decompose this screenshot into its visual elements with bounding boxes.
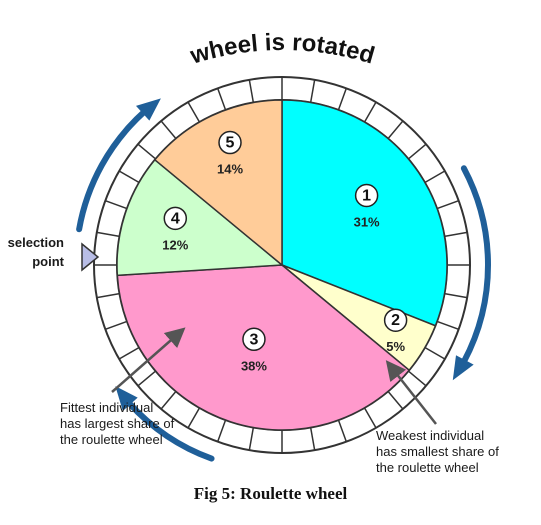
ring-divider [96,231,120,238]
fittest-note-line-2: has largest share of [60,416,175,431]
ring-divider [424,346,446,360]
ring-divider [337,419,348,442]
slice-5 [153,99,283,267]
wheel-slices [116,99,448,431]
ring-divider [309,427,316,451]
ring-divider [160,120,177,140]
slice-number-circle-3 [242,327,266,352]
weakest-note-line-3: the roulette wheel [376,460,479,475]
slice-number-4: 4 [171,210,180,227]
ring-divider [137,370,157,387]
fittest-pointer-arrow [111,327,186,393]
rotation-arrow-left [76,108,148,233]
ring-divider [444,231,468,238]
ring-divider [216,419,227,442]
rotation-arrow-left-head [135,98,161,121]
selection-pointer [81,242,100,272]
ring-divider [407,370,427,387]
diagram-title: wheel is rotated [186,29,377,70]
ring-divider [436,199,459,210]
ring-divider [444,292,468,299]
slice-percent-1: 31% [354,214,380,229]
slice-number-3: 3 [250,331,259,348]
slice-number-1: 1 [362,187,371,204]
ring-divider [337,88,348,111]
ring-divider [187,407,201,429]
rotation-arrow-right-head [452,355,474,381]
ring-divider [248,79,255,103]
rotation-arrow-bottom [125,399,215,462]
ring-divider [436,320,459,331]
slice-number-circle-1 [354,183,379,208]
slice-1 [281,99,448,327]
ring-divider [248,427,255,451]
ring-divider [407,143,427,160]
weakest-pointer-arrow [385,360,437,425]
ring-divider [216,88,227,111]
ring-divider [424,170,446,184]
ring-divider [105,199,128,210]
ring-divider [137,143,157,160]
ring-divider [105,320,128,331]
ring-divider [187,101,201,123]
rotation-arrows [76,98,491,462]
slice-4 [116,158,284,277]
weakest-note-line-2: has smallest share of [376,444,499,459]
ring-divider [118,170,140,184]
ring-divider [96,292,120,299]
slice-number-5: 5 [226,135,235,152]
ring-divider [387,390,404,410]
ring-divider [387,120,404,140]
slice-number-circle-4 [163,206,188,231]
slice-percent-4: 12% [162,237,188,252]
slice-percent-5: 14% [217,162,243,177]
selection-label-line-2: point [32,254,64,269]
ring-divider [160,390,177,410]
slice-labels: 1 31% 2 5% 3 38% 4 12% 5 14% [162,130,408,373]
figure-caption: Fig 5: Roulette wheel [193,484,348,503]
ring-divider [363,101,377,123]
ring-divider [118,346,140,360]
fittest-note-line-3: the roulette wheel [60,432,163,447]
selection-label-line-1: selection [8,235,64,250]
ring-divider [363,407,377,429]
weakest-note-line-1: Weakest individual [376,428,484,443]
slice-percent-3: 38% [241,358,267,373]
rotation-arrow-bottom-head [115,386,138,412]
slice-3 [116,264,411,431]
rotation-arrow-right [460,165,491,365]
slice-number-circle-2 [383,308,408,332]
slice-number-2: 2 [391,312,400,329]
ring-divider [309,79,316,103]
slice-number-circle-5 [218,130,242,155]
slice-percent-2: 5% [386,339,405,354]
fittest-note-line-1: Fittest individual [60,400,153,415]
